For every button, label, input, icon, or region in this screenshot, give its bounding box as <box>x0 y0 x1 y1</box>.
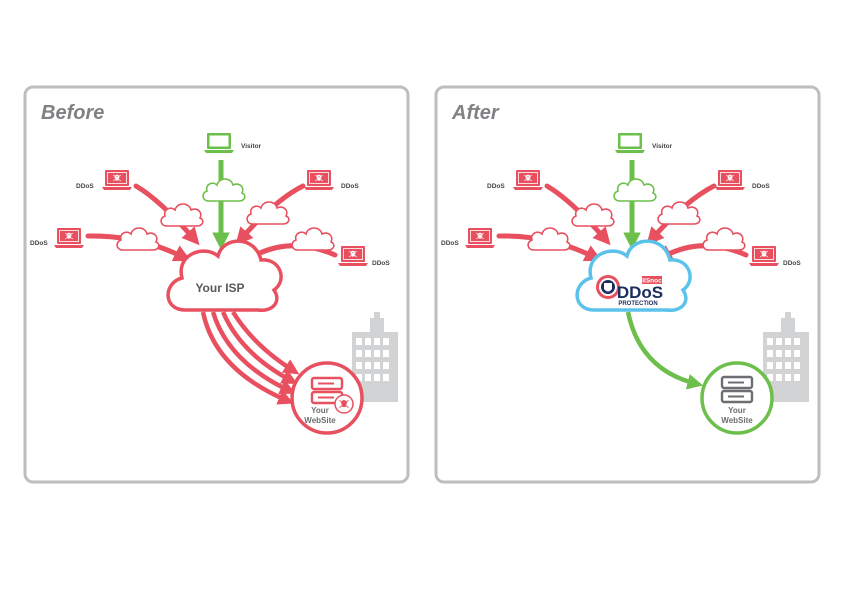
ddos-label: DDoS <box>783 260 801 267</box>
website-label-line2: WebSite <box>721 416 753 425</box>
brand-badge <box>642 276 662 284</box>
ddos-laptop-icon <box>304 170 334 190</box>
ddos-label: DDoS <box>30 240 48 247</box>
after-panel: After Visitor DDoS DDoS DDoS DDoS <box>434 85 821 484</box>
website-circle <box>700 361 774 435</box>
visitor-laptop-icon <box>204 133 234 153</box>
ddos-label: DDoS <box>372 260 390 267</box>
ddos-laptop-icon <box>715 170 745 190</box>
ddos-label: DDoS <box>487 183 505 190</box>
flood-traffic <box>200 310 300 405</box>
isp-label: Your ISP <box>195 281 244 295</box>
ddos-laptop-icon <box>338 246 368 266</box>
protection-main-label: DDoS <box>617 283 663 302</box>
before-panel: Before Visitor DDoS DDoS DDoS DDoS <box>23 85 410 484</box>
visitor-laptop-icon <box>615 133 645 153</box>
ddos-laptop-icon <box>54 228 84 248</box>
after-title: After <box>451 102 500 124</box>
ddos-label: DDoS <box>441 240 459 247</box>
shield-icon <box>596 275 620 299</box>
isp-cloud <box>166 239 283 312</box>
ddos-laptop-icon <box>749 246 779 266</box>
website-label-line1: Your <box>728 406 746 415</box>
visitor-label: Visitor <box>652 143 673 150</box>
clean-traffic <box>625 311 704 390</box>
ddos-label: DDoS <box>76 183 94 190</box>
skull-icon <box>339 400 349 408</box>
ddos-laptop-icon <box>465 228 495 248</box>
ddos-laptop-icon <box>102 170 132 190</box>
website-label-line2: WebSite <box>304 416 336 425</box>
ddos-label: DDoS <box>752 183 770 190</box>
ddos-label: DDoS <box>341 183 359 190</box>
protection-brand: IISnoc <box>642 278 662 285</box>
ddos-laptop-icon <box>513 170 543 190</box>
website-label-line1: Your <box>311 406 329 415</box>
protection-sub-label: PROTECTION <box>618 301 657 307</box>
visitor-label: Visitor <box>241 143 262 150</box>
before-title: Before <box>41 102 104 124</box>
